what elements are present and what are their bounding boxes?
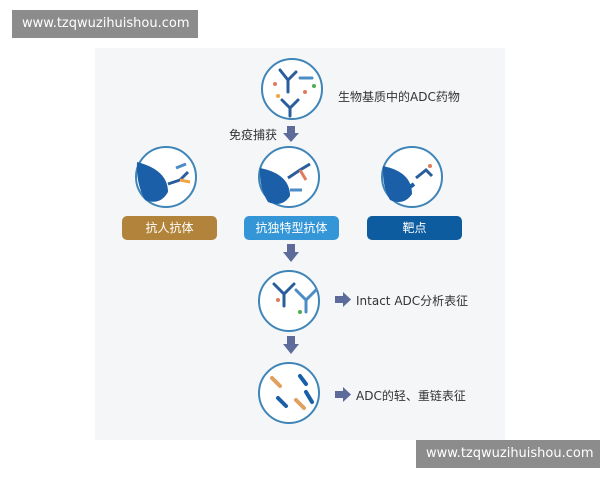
adc-in-matrix-circle (261, 58, 323, 120)
bead-with-target-icon (382, 164, 434, 202)
bead-with-anti-idiotype-antibody-icon (259, 162, 311, 204)
right-arrow-icon (335, 387, 351, 402)
bead-with-antibody-icon (136, 162, 191, 202)
adc-in-matrix-label: 生物基质中的ADC药物 (338, 90, 460, 104)
right-arrow-icon (335, 292, 351, 307)
watermark-top: www.tzqwuzihuishou.com (12, 10, 198, 38)
target-pill: 靶点 (367, 216, 462, 240)
anti-idiotype-antibody-pill: 抗独特型抗体 (244, 216, 339, 240)
immuno-capture-label: 免疫捕获 (229, 128, 278, 142)
light-heavy-chains-icon (270, 374, 314, 410)
anti-human-antibody-pill: 抗人抗体 (122, 216, 217, 240)
light-heavy-chain-circle (258, 362, 320, 424)
down-arrow-icon (283, 126, 299, 142)
down-arrow-icon (283, 336, 299, 354)
light-heavy-chain-label: ADC的轻、重链表征 (356, 389, 466, 403)
watermark-bottom: www.tzqwuzihuishou.com (416, 440, 600, 468)
intact-adc-label: Intact ADC分析表征 (356, 294, 469, 308)
intact-adc-circle (258, 270, 320, 332)
intact-adc-molecules-icon (272, 282, 318, 314)
adc-molecules-icon (273, 68, 316, 118)
down-arrow-icon (283, 244, 299, 262)
